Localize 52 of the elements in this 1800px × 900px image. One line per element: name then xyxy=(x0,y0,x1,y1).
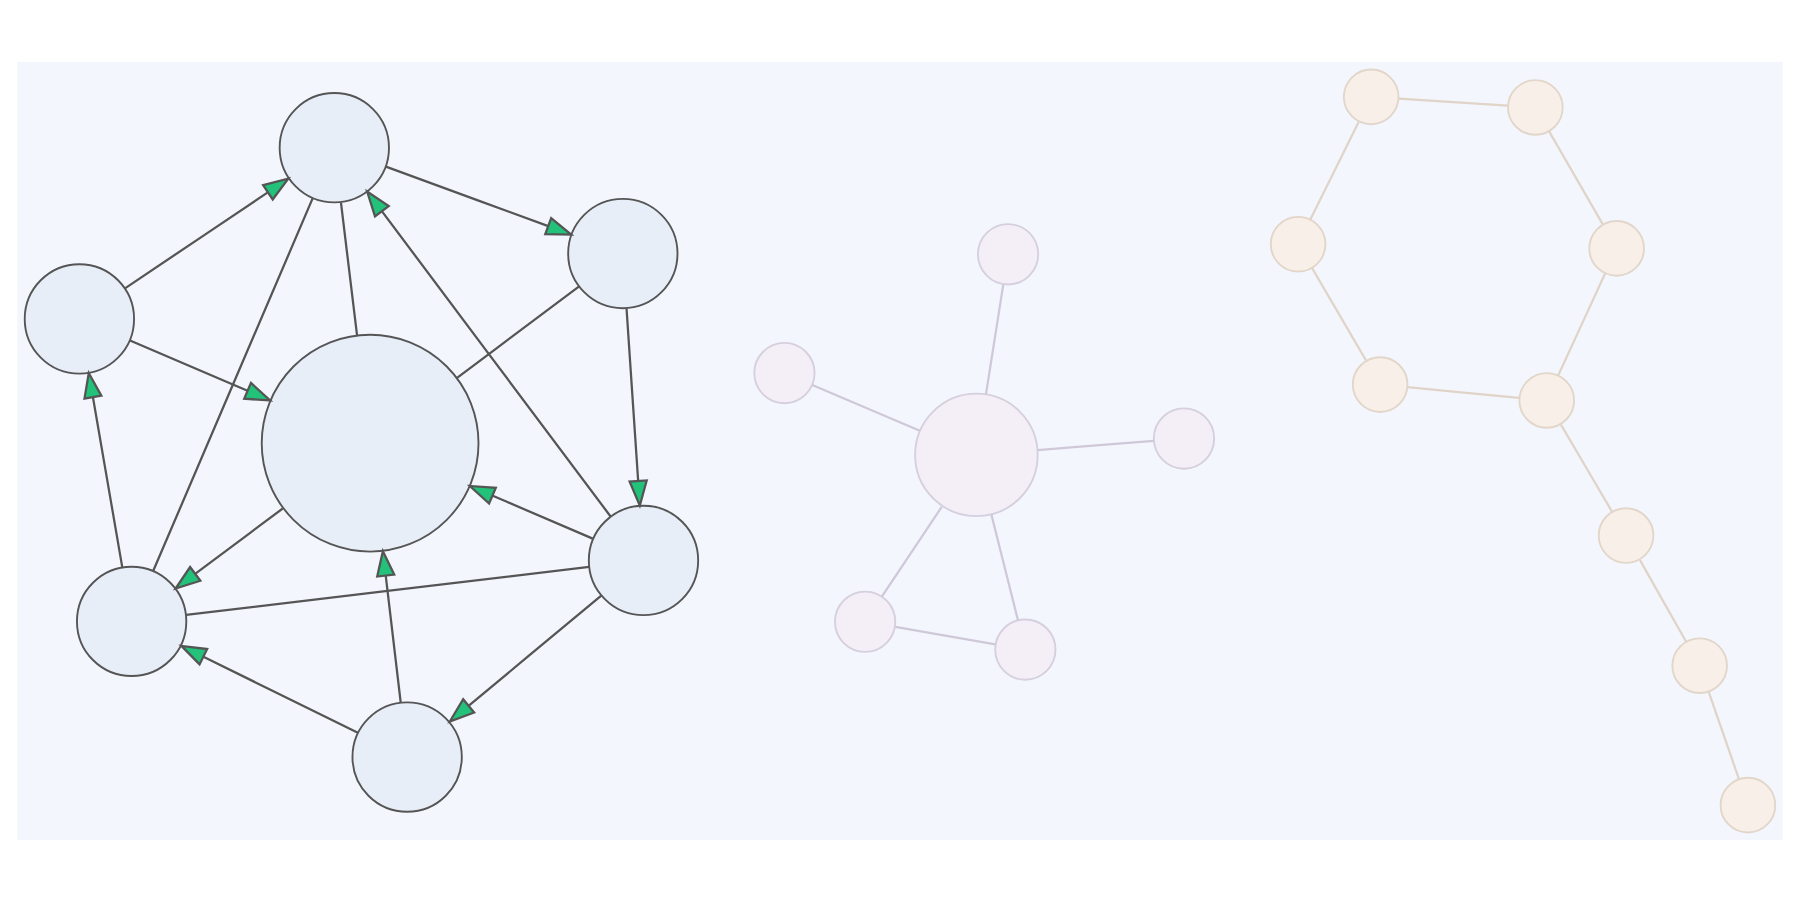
connector xyxy=(984,283,1005,394)
connector xyxy=(456,284,580,378)
connector xyxy=(1037,438,1154,451)
arrow xyxy=(83,368,124,567)
connector xyxy=(186,564,590,616)
connector xyxy=(339,201,359,335)
node-circle xyxy=(351,700,463,812)
connector xyxy=(895,624,996,645)
node-circle xyxy=(1597,506,1655,563)
node-circle xyxy=(914,391,1039,517)
arrow xyxy=(375,546,402,702)
connector xyxy=(152,196,314,571)
arrow xyxy=(466,483,594,539)
node-circle xyxy=(1719,775,1777,833)
node-circle xyxy=(587,503,700,615)
node-circle xyxy=(976,222,1040,285)
arrow xyxy=(385,164,575,235)
node-circle xyxy=(278,91,390,203)
node-circle xyxy=(567,196,679,309)
connector xyxy=(1309,120,1360,220)
node-circle xyxy=(1152,406,1216,469)
node-circle xyxy=(1351,355,1409,412)
connector xyxy=(1398,96,1508,106)
arrow xyxy=(124,175,292,289)
node-circle xyxy=(834,589,897,652)
arrow xyxy=(178,643,359,733)
connector xyxy=(811,382,921,431)
node-circle xyxy=(76,564,188,676)
node-circle xyxy=(1588,219,1645,276)
node-circle xyxy=(23,262,135,374)
node-circle xyxy=(1518,371,1576,428)
connector xyxy=(1557,272,1607,375)
node-circle xyxy=(1507,78,1564,135)
arrow xyxy=(625,307,649,508)
arrow xyxy=(129,338,274,401)
node-circle xyxy=(1671,636,1728,693)
arrow xyxy=(172,506,284,590)
connector xyxy=(1559,423,1613,512)
node-circle xyxy=(994,617,1057,680)
arrow xyxy=(447,593,602,723)
connector xyxy=(1407,385,1520,398)
node-circle xyxy=(260,332,480,552)
connector xyxy=(1707,690,1740,779)
arrow xyxy=(365,187,612,516)
connector xyxy=(1639,558,1688,642)
connector xyxy=(1548,129,1604,224)
node-circle xyxy=(753,340,816,404)
node-circle xyxy=(1269,214,1327,272)
connector xyxy=(990,513,1020,620)
connector xyxy=(1311,266,1367,360)
node-circle xyxy=(1342,67,1400,125)
connector xyxy=(881,505,943,597)
